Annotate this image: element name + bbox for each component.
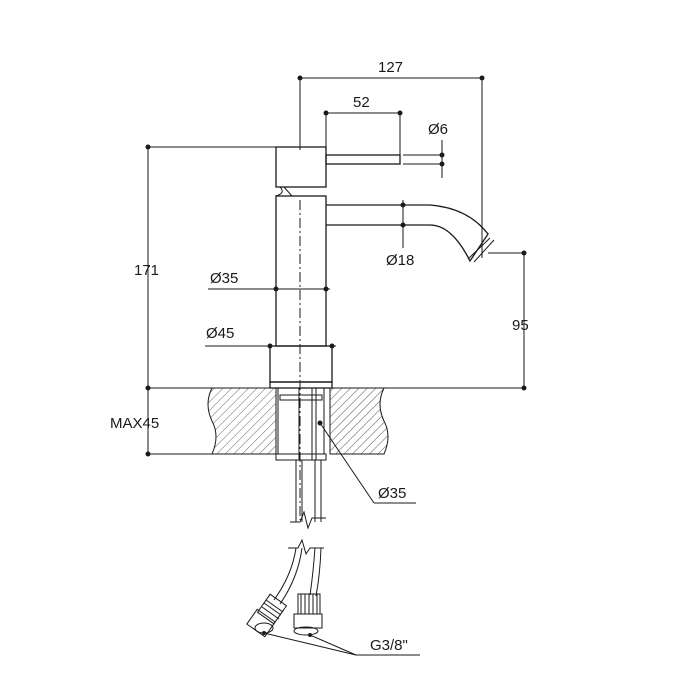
lock-nut (279, 394, 323, 401)
dim-body-diameter: Ø35 (210, 270, 238, 287)
dim-max-deck-thickness: MAX45 (110, 415, 159, 432)
base-plate (269, 381, 333, 389)
shank-bottom (275, 453, 327, 461)
handle-cap (275, 146, 327, 188)
dim-spout-diameter: Ø18 (386, 252, 414, 269)
handle-taper (275, 186, 283, 197)
dim-lever-length: 52 (353, 94, 370, 111)
base-ring (269, 345, 333, 383)
spout (326, 204, 489, 263)
dimension-labels: 127 52 Ø6 171 Ø35 Ø18 Ø45 95 MAX45 Ø35 G… (110, 59, 529, 654)
dim-shank-diameter: Ø35 (378, 485, 406, 502)
dim-base-diameter: Ø45 (206, 325, 234, 342)
tap-body (246, 146, 495, 638)
countertop-section (207, 387, 389, 455)
countertop-right (329, 387, 389, 455)
dim-total-height: 171 (134, 262, 159, 279)
dim-total-reach: 127 (378, 59, 403, 76)
dim-hose-connection: G3/8" (370, 637, 408, 654)
hose-connector-right (293, 593, 323, 636)
hose-connector-left (246, 593, 288, 638)
dim-spout-height: 95 (512, 317, 529, 334)
dimension-lines (145, 75, 527, 656)
shank (277, 387, 325, 455)
body-cylinder (275, 195, 327, 347)
countertop-left (207, 387, 277, 455)
lever (325, 154, 401, 165)
dim-lever-diameter: Ø6 (428, 121, 448, 138)
